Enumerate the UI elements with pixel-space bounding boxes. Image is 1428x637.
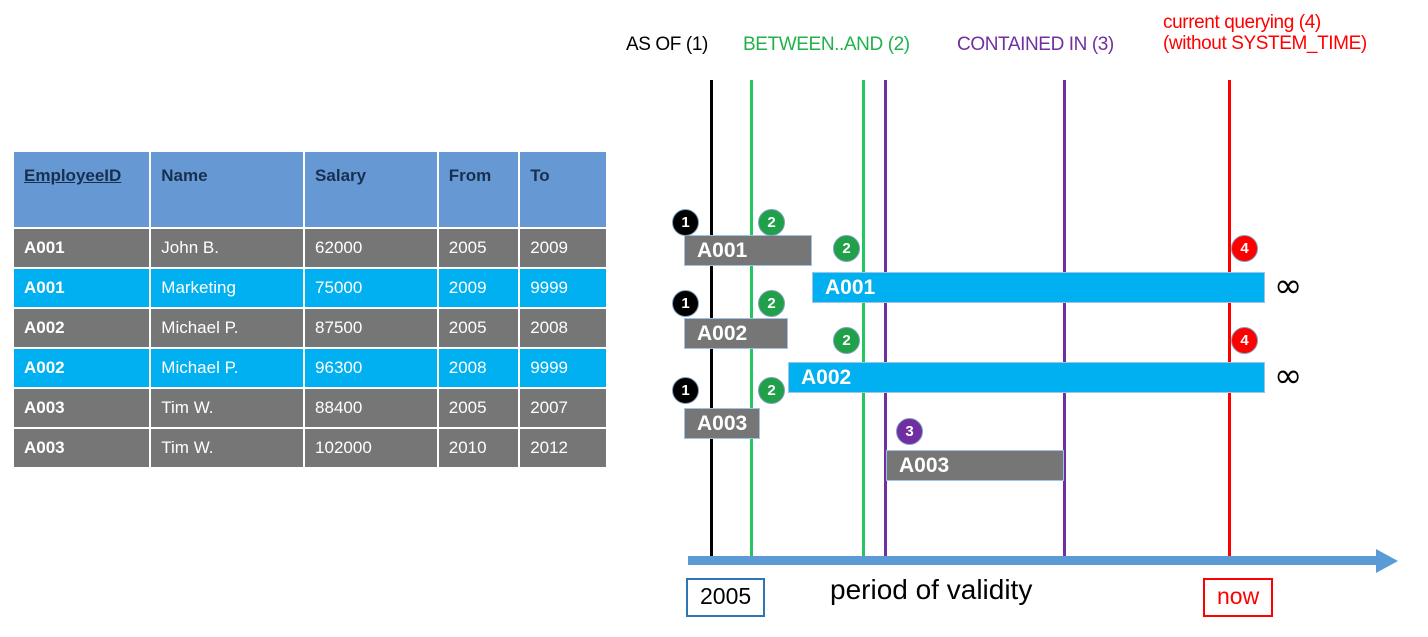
- cell-from: 2008: [438, 349, 519, 387]
- axis-now-label: now: [1203, 578, 1274, 617]
- cell-from: 2010: [438, 429, 519, 467]
- table-row: A002 Michael P. 87500 2005 2008: [14, 309, 606, 347]
- cell-to: 2008: [520, 309, 606, 347]
- axis-line: [688, 556, 1380, 565]
- validity-bar: A002: [788, 362, 1265, 393]
- cell-to: 9999: [520, 349, 606, 387]
- cell-name: Tim W.: [151, 429, 304, 467]
- cell-employeeid: A002: [14, 349, 150, 387]
- validity-bar-label: A003: [697, 411, 748, 435]
- time-axis: [688, 549, 1406, 573]
- cell-employeeid: A003: [14, 429, 150, 467]
- cell-from: 2005: [438, 229, 519, 267]
- validity-bar: A003: [886, 450, 1064, 481]
- table-row: A003 Tim W. 102000 2010 2012: [14, 429, 606, 467]
- validity-bar-label: A002: [697, 321, 748, 345]
- validity-bar-label: A001: [825, 275, 876, 299]
- cell-from: 2005: [438, 309, 519, 347]
- query-line-contained-from: [884, 80, 887, 558]
- validity-bar: A001: [812, 272, 1265, 303]
- query-badge-2: 2: [833, 327, 860, 354]
- table-body: A001 John B. 62000 2005 2009 A001 Market…: [14, 229, 606, 467]
- cell-to: 2007: [520, 389, 606, 427]
- query-badge-4: 4: [1231, 327, 1258, 354]
- timeline-diagram: AS OF (1) BETWEEN..AND (2) CONTAINED IN …: [620, 0, 1428, 637]
- cell-from: 2005: [438, 389, 519, 427]
- query-badge-2: 2: [758, 209, 785, 236]
- table-row: A001 Marketing 75000 2009 9999: [14, 269, 606, 307]
- query-line-contained-to: [1063, 80, 1066, 558]
- cell-employeeid: A001: [14, 229, 150, 267]
- query-badge-3: 3: [896, 418, 923, 445]
- legend-current-querying: current querying (4) (without SYSTEM_TIM…: [1163, 12, 1367, 55]
- axis-caption: period of validity: [830, 574, 1033, 605]
- cell-to: 2009: [520, 229, 606, 267]
- infinity-icon: ∞: [1274, 266, 1303, 306]
- validity-bar-label: A001: [697, 238, 748, 262]
- cell-name: John B.: [151, 229, 304, 267]
- legend-contained-in: CONTAINED IN (3): [957, 34, 1114, 55]
- query-line-now: [1228, 80, 1231, 558]
- axis-start-label: 2005: [686, 578, 766, 617]
- cell-name: Michael P.: [151, 349, 304, 387]
- query-badge-2: 2: [833, 235, 860, 262]
- infinity-icon: ∞: [1274, 356, 1303, 396]
- legend-between-and: BETWEEN..AND (2): [743, 34, 910, 55]
- cell-salary: 75000: [305, 269, 437, 307]
- table-row: A002 Michael P. 96300 2008 9999: [14, 349, 606, 387]
- axis-arrow-icon: [1376, 549, 1398, 573]
- cell-salary: 62000: [305, 229, 437, 267]
- query-badge-4: 4: [1231, 235, 1258, 262]
- cell-employeeid: A001: [14, 269, 150, 307]
- column-header-employeeid: EmployeeID: [14, 152, 150, 227]
- cell-name: Michael P.: [151, 309, 304, 347]
- cell-name: Marketing: [151, 269, 304, 307]
- column-header-from: From: [438, 152, 519, 227]
- validity-bar-label: A003: [899, 453, 950, 477]
- validity-bar: A001: [684, 235, 812, 266]
- query-badge-2: 2: [758, 377, 785, 404]
- cell-name: Tim W.: [151, 389, 304, 427]
- table-row: A001 John B. 62000 2005 2009: [14, 229, 606, 267]
- query-badge-1: 1: [672, 377, 699, 404]
- column-header-name: Name: [151, 152, 304, 227]
- query-legend: AS OF (1) BETWEEN..AND (2) CONTAINED IN …: [620, 8, 1428, 66]
- cell-to: 9999: [520, 269, 606, 307]
- legend-current-line1: current querying (4): [1163, 12, 1321, 33]
- query-line-between-to: [862, 80, 865, 558]
- cell-employeeid: A003: [14, 389, 150, 427]
- legend-current-line2: (without SYSTEM_TIME): [1163, 33, 1367, 55]
- cell-salary: 96300: [305, 349, 437, 387]
- cell-salary: 102000: [305, 429, 437, 467]
- employee-history-table: EmployeeID Name Salary From To A001 John…: [12, 150, 608, 469]
- query-badge-2: 2: [758, 290, 785, 317]
- validity-bar: A003: [684, 408, 760, 439]
- table-header: EmployeeID Name Salary From To: [14, 152, 606, 227]
- column-header-to: To: [520, 152, 606, 227]
- column-header-salary: Salary: [305, 152, 437, 227]
- query-badge-1: 1: [672, 290, 699, 317]
- validity-bar: A002: [684, 318, 788, 349]
- legend-as-of: AS OF (1): [626, 34, 708, 55]
- validity-bar-label: A002: [801, 365, 852, 389]
- cell-employeeid: A002: [14, 309, 150, 347]
- cell-to: 2012: [520, 429, 606, 467]
- cell-from: 2009: [438, 269, 519, 307]
- table-row: A003 Tim W. 88400 2005 2007: [14, 389, 606, 427]
- table-header-row: EmployeeID Name Salary From To: [14, 152, 606, 227]
- query-badge-1: 1: [672, 209, 699, 236]
- cell-salary: 88400: [305, 389, 437, 427]
- cell-salary: 87500: [305, 309, 437, 347]
